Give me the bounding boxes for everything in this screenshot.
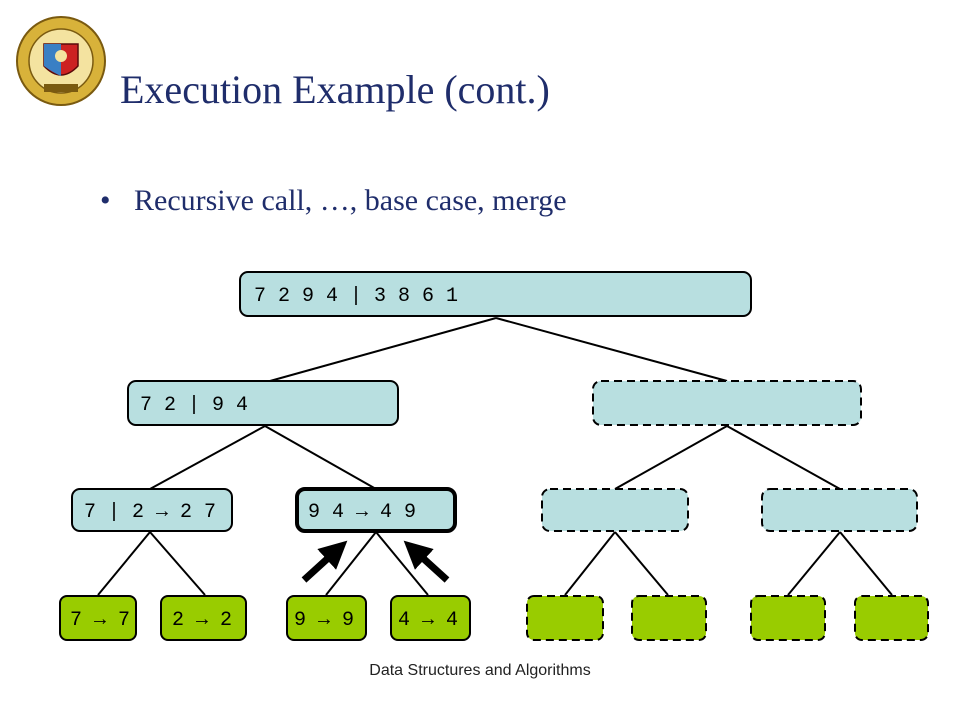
leaf-node-7 <box>750 595 826 641</box>
edge-b-leaf3 <box>325 531 377 596</box>
edge-l1right-c <box>614 425 728 490</box>
edge-l1left-b <box>264 425 377 490</box>
slide-footer: Data Structures and Algorithms <box>369 662 591 679</box>
leaf-node-3-label: 9 → 9 <box>294 609 354 632</box>
edge-c-leaf5 <box>564 531 616 596</box>
edge-root-left <box>269 317 497 382</box>
bullet-marker: • <box>100 184 111 217</box>
leaf-node-4-label: 4 → 4 <box>398 609 458 632</box>
edge-a-leaf1 <box>97 531 151 596</box>
slide-title: Execution Example (cont.) <box>120 67 550 112</box>
leaf-node-1 <box>59 595 137 641</box>
level1-left-node <box>127 380 399 426</box>
edge-l1left-a <box>149 425 266 490</box>
edge-c-leaf6 <box>614 531 669 596</box>
bullet-text: Recursive call, …, base case, merge <box>134 184 567 217</box>
level2-node-a <box>71 488 233 532</box>
leaf-node-3 <box>286 595 367 641</box>
leaf-node-2-label: 2 → 2 <box>172 609 232 632</box>
arrow-up-right-icon <box>301 540 348 583</box>
edge-d-leaf8 <box>839 531 893 596</box>
leaf-node-4 <box>390 595 471 641</box>
level2-node-d <box>761 488 918 532</box>
level2-node-c <box>541 488 689 532</box>
bullet-point: • Recursive call, …, base case, merge <box>100 184 567 218</box>
edge-root-right <box>495 317 728 382</box>
root-node <box>239 271 752 317</box>
level2-node-b-label: 9 4 → 4 9 <box>308 501 416 524</box>
level1-right-node <box>592 380 862 426</box>
tree-edges <box>97 317 893 596</box>
root-node-label: 7 2 9 4 | 3 8 6 1 <box>254 285 458 308</box>
level2-node-a-label: 7 | 2 → 2 7 <box>84 501 216 524</box>
edge-a-leaf2 <box>149 531 206 596</box>
edge-b-leaf4 <box>375 531 429 596</box>
leaf-node-2 <box>160 595 247 641</box>
leaf-node-8 <box>854 595 929 641</box>
edge-d-leaf7 <box>787 531 841 596</box>
edge-l1right-d <box>726 425 841 490</box>
arrow-up-left-icon <box>403 540 450 583</box>
level1-left-label: 7 2 | 9 4 <box>140 394 248 417</box>
leaf-node-1-label: 7 → 7 <box>70 609 130 632</box>
level2-node-b-active <box>295 487 457 533</box>
university-logo <box>14 14 108 108</box>
leaf-node-6 <box>631 595 707 641</box>
leaf-node-5 <box>526 595 604 641</box>
